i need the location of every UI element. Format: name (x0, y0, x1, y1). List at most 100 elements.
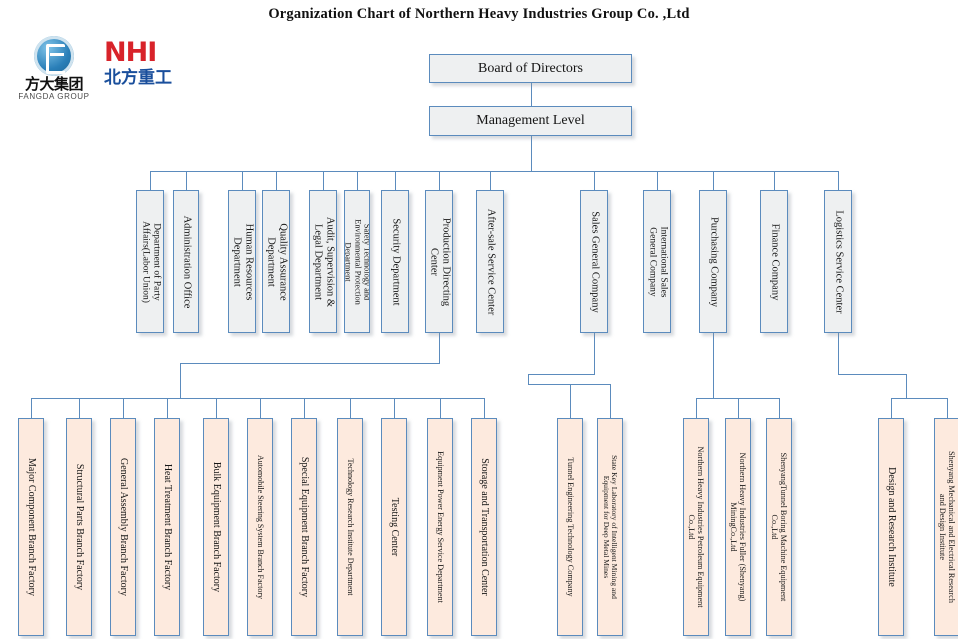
node-label: Major Component Branch Factory (25, 457, 37, 597)
node-label: Logistics Service Center (832, 209, 844, 314)
node-label: Department of Party Affairs(Labor Union) (140, 220, 161, 303)
node-northern-heavy-industries-petroleum-equipment-[interactable]: Northern Heavy Industries Petroleum Equi… (683, 418, 709, 636)
nhi-logo: NHI 北方重工 (104, 38, 202, 100)
rotated-label-wrap: General Assembly Branch Factory (111, 421, 135, 633)
node-automobile-steering-system-branch-factory[interactable]: Automobile Steering System Branch Factor… (247, 418, 273, 636)
node-label: Security Department (389, 217, 401, 306)
node-department-of-party-affairs-labor-union[interactable]: Department of Party Affairs(Labor Union) (136, 190, 164, 333)
node-after-sale-service-center[interactable]: After-sale Service Center (476, 190, 504, 333)
node-shenyang-mechanical-and-electrical-research-an[interactable]: Shenyang Mechanical and Electrical Resea… (934, 418, 958, 636)
connector-line (180, 363, 181, 399)
page-title: Organization Chart of Northern Heavy Ind… (268, 6, 690, 22)
connector-line (395, 171, 396, 191)
connector-line (242, 171, 243, 191)
node-security-department[interactable]: Security Department (381, 190, 409, 333)
node-label: International Sales General Company (647, 226, 668, 297)
connector-line (260, 398, 261, 419)
connector-line (713, 171, 714, 191)
connector-line (838, 374, 907, 375)
rotated-label-wrap: Testing Center (382, 421, 406, 633)
node-purchasing-company[interactable]: Purchasing Company (699, 190, 727, 333)
connector-line (528, 384, 611, 385)
connector-line (696, 398, 780, 399)
node-management-level[interactable]: Management Level (429, 106, 632, 136)
fangda-logo-en-text: FANGDA GROUP (18, 92, 90, 101)
node-label: Northern Heavy Industries Petroleum Equi… (687, 446, 706, 608)
rotated-label-wrap: Quality Assurance Department (263, 193, 289, 330)
rotated-label-wrap: Finance Company (761, 193, 787, 330)
connector-line (357, 171, 358, 191)
connector-line (891, 398, 948, 399)
connector-line (304, 398, 305, 419)
fangda-logo-cn-text: 方大集团 (24, 75, 84, 93)
rotated-label-wrap: Northern Heavy Industries Petroleum Equi… (684, 421, 708, 633)
node-testing-center[interactable]: Testing Center (381, 418, 407, 636)
node-shenyangtunnel-boring-machine-equipment-co-ltd[interactable]: ShenyangTunnel Boring Machine Equipment … (766, 418, 792, 636)
node-design-and-research-institute[interactable]: Design and Research Institute (878, 418, 904, 636)
connector-line (180, 363, 440, 364)
connector-line (31, 398, 485, 399)
connector-line (150, 171, 151, 191)
node-finance-company[interactable]: Finance Company (760, 190, 788, 333)
node-label: General Assembly Branch Factory (117, 457, 129, 597)
node-label: Quality Assurance Department (265, 222, 288, 301)
rotated-label-wrap: Northern Heavy Industries Fuller (Shenya… (726, 421, 750, 633)
connector-line (490, 171, 491, 191)
rotated-label-wrap: Technology Research Institute Department (338, 421, 362, 633)
node-general-assembly-branch-factory[interactable]: General Assembly Branch Factory (110, 418, 136, 636)
rotated-label-wrap: Security Department (382, 193, 408, 330)
rotated-label-wrap: Department of Party Affairs(Labor Union) (137, 193, 163, 330)
node-label: Purchasing Company (707, 216, 719, 307)
rotated-label-wrap: International Sales General Company (644, 193, 670, 330)
connector-line (216, 398, 217, 419)
node-sales-general-company[interactable]: Sales General Company (580, 190, 608, 333)
node-label: Human Resources Department (231, 223, 254, 300)
nhi-logo-en-text: NHI (104, 37, 157, 68)
node-structural-parts-branch-factory[interactable]: Structural Parts Branch Factory (66, 418, 92, 636)
node-quality-assurance-department[interactable]: Quality Assurance Department (262, 190, 290, 333)
node-equipment-power-energy-service-department[interactable]: Equipment Power Energy Service Departmen… (427, 418, 453, 636)
node-label: Administration Office (180, 215, 192, 308)
node-label: Equipment Power Energy Service Departmen… (435, 451, 445, 603)
connector-line (394, 398, 395, 419)
node-bulk-equipment-branch-factory[interactable]: Bulk Equipment Branch Factory (203, 418, 229, 636)
rotated-label-wrap: Design and Research Institute (879, 421, 903, 633)
node-administration-office[interactable]: Administration Office (173, 190, 199, 333)
node-audit-supervision-legal-department[interactable]: Audit, Supervision & Legal Department (309, 190, 337, 333)
node-label: Audit, Supervision & Legal Department (312, 216, 335, 307)
connector-line (350, 398, 351, 419)
node-international-sales-general-company[interactable]: International Sales General Company (643, 190, 671, 333)
connector-line (528, 374, 595, 375)
node-label: Structural Parts Branch Factory (73, 463, 85, 591)
node-northern-heavy-industries-fuller-shenyang-mini[interactable]: Northern Heavy Industries Fuller (Shenya… (725, 418, 751, 636)
rotated-label-wrap: Purchasing Company (700, 193, 726, 330)
fangda-group-logo: 方大集团 FANGDA GROUP (12, 36, 96, 102)
node-major-component-branch-factory[interactable]: Major Component Branch Factory (18, 418, 44, 636)
node-board-of-directors[interactable]: Board of Directors (429, 54, 632, 83)
connector-line (891, 398, 892, 419)
node-label: Special Equipment Branch Factory (298, 456, 310, 598)
node-special-equipment-branch-factory[interactable]: Special Equipment Branch Factory (291, 418, 317, 636)
node-label: Testing Center (388, 497, 400, 557)
node-tunnel-engineering-technology-company[interactable]: Tunnel Engineering Technology Company (557, 418, 583, 636)
rotated-label-wrap: Heat Treatment Branch Factory (155, 421, 179, 633)
node-heat-treatment-branch-factory[interactable]: Heat Treatment Branch Factory (154, 418, 180, 636)
node-storage-and-transportation-center[interactable]: Storage and Transportation Center (471, 418, 497, 636)
rotated-label-wrap: Administration Office (174, 193, 198, 330)
node-human-resources-department[interactable]: Human Resources Department (228, 190, 256, 333)
connector-line (570, 384, 571, 419)
connector-line (186, 171, 187, 191)
connector-line (439, 333, 440, 364)
connector-line (838, 333, 839, 375)
node-technology-research-institute-department[interactable]: Technology Research Institute Department (337, 418, 363, 636)
node-logistics-service-center[interactable]: Logistics Service Center (824, 190, 852, 333)
connector-line (774, 171, 775, 191)
node-production-directing-center[interactable]: Production Directing Center (425, 190, 453, 333)
node-state-key-laboratory-of-intelligent-mining-and[interactable]: State Key Laboratory of Intelligent Mini… (597, 418, 623, 636)
node-safety-technology-and-environmental-protection-department[interactable]: Safety Technology and Environmental Prot… (344, 190, 370, 333)
connector-line (530, 83, 532, 107)
connector-line (713, 333, 714, 379)
rotated-label-wrap: Storage and Transportation Center (472, 421, 496, 633)
node-label: Shenyang Mechanical and Electrical Resea… (938, 451, 957, 603)
